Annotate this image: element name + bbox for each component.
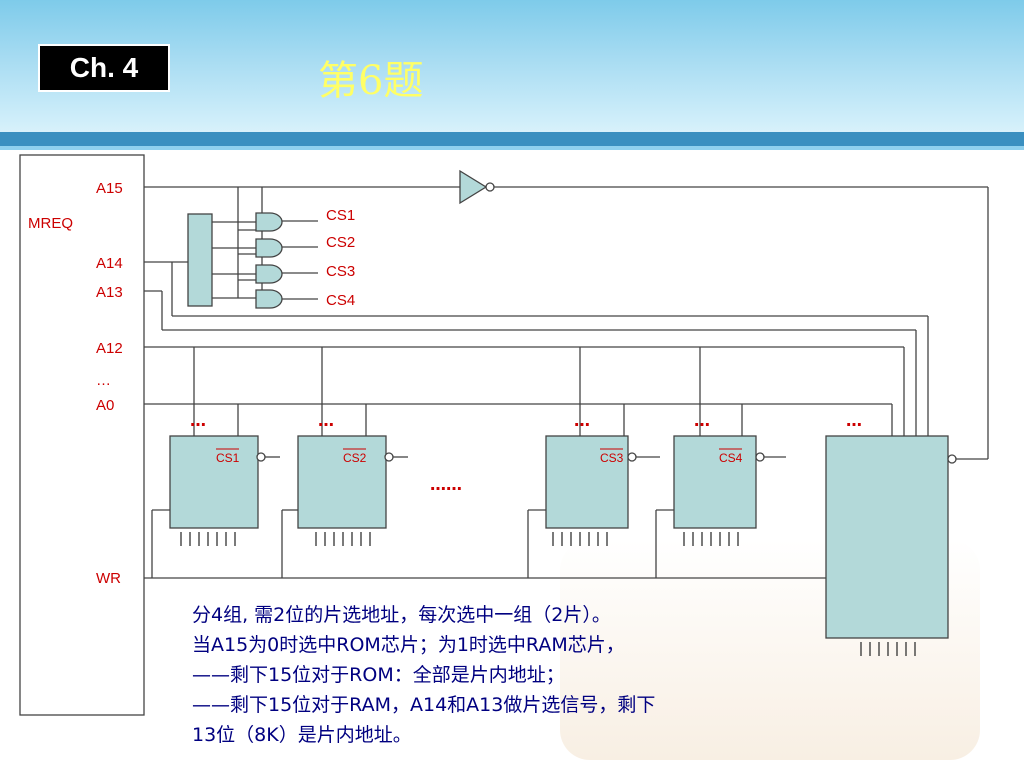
memory-chip-3 (545, 435, 629, 529)
memory-chip-4 (673, 435, 757, 529)
chip4-bus-ellipsis: … (694, 411, 710, 430)
cpu-box (19, 154, 145, 716)
chip4-cs-label: CS4 (719, 451, 743, 465)
header-band-light (0, 146, 1024, 150)
and-gate-1 (255, 212, 283, 232)
note-line-4: ——剩下15位对于RAM，A14和A13做片选信号，剩下 (192, 694, 656, 716)
rom-chip (825, 435, 949, 639)
chip3-bus-ellipsis: … (574, 411, 590, 430)
data-pins (180, 532, 916, 656)
header-band (0, 132, 1024, 146)
decoder-output-cs1: CS1 (326, 207, 355, 224)
and-gate-3 (255, 264, 283, 284)
and-gate-2 (255, 238, 283, 258)
chips-ellipsis: …… (430, 475, 462, 494)
chip3-cs-label: CS3 (600, 451, 624, 465)
slide-header (0, 0, 1024, 150)
chapter-badge: Ch. 4 (38, 44, 170, 92)
note-line-2: 当A15为0时选中ROM芯片；为1时选中RAM芯片， (192, 634, 625, 656)
chip2-cs-label: CS2 (343, 451, 367, 465)
memory-chip-2 (297, 435, 387, 529)
note-line-1: 分4组, 需2位的片选地址，每次选中一组（2片）。 (192, 604, 611, 626)
label-wr: WR (96, 570, 121, 587)
label-a14: A14 (96, 255, 123, 272)
decoder-output-cs3: CS3 (326, 263, 355, 280)
and-gate-4 (255, 289, 283, 309)
decoder-output-cs2: CS2 (326, 234, 355, 251)
chip1-bus-ellipsis: … (190, 411, 206, 430)
explanation-note: 分4组, 需2位的片选地址，每次选中一组（2片）。 当A15为0时选中ROM芯片… (192, 600, 832, 750)
slide-title: 第6题 (318, 58, 424, 104)
label-dots: … (96, 372, 111, 389)
inverter-gate (459, 169, 488, 205)
decoder-output-cs4: CS4 (326, 292, 355, 309)
chip1-cs-label: CS1 (216, 451, 240, 465)
inverter-bubble (485, 182, 495, 192)
note-line-5: 13位（8K）是片内地址。 (192, 724, 412, 746)
label-a15: A15 (96, 180, 123, 197)
label-a13: A13 (96, 284, 123, 301)
note-line-3: ——剩下15位对于ROM：全部是片内地址； (192, 664, 565, 686)
label-a12: A12 (96, 340, 123, 357)
label-a0: A0 (96, 397, 114, 414)
decoder-block (187, 213, 213, 307)
rom-bus-ellipsis: … (846, 411, 862, 430)
label-mreq: MREQ (28, 215, 73, 232)
chip2-bus-ellipsis: … (318, 411, 334, 430)
memory-chip-1 (169, 435, 259, 529)
